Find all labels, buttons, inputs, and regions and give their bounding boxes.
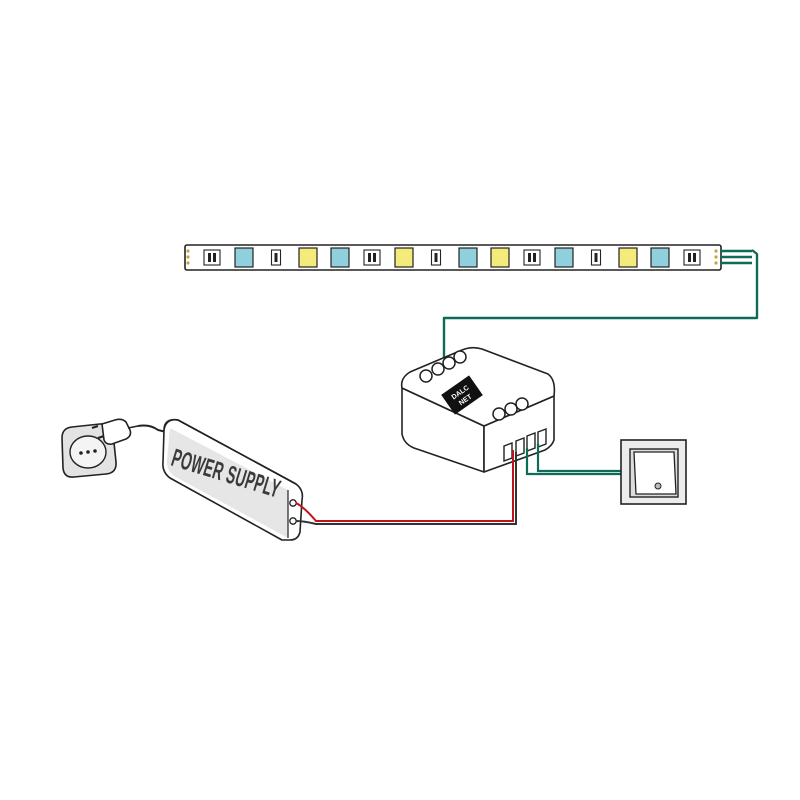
- resistor-contact: [693, 253, 696, 262]
- resistor-contact: [688, 253, 691, 262]
- socket-hole: [93, 449, 97, 453]
- controller-port: [504, 402, 518, 416]
- led-chip-cyan: [458, 247, 478, 268]
- resistor-contact: [368, 253, 371, 262]
- resistor-contact: [373, 253, 376, 262]
- strip-contact-right: [714, 255, 718, 259]
- switch-wire: [536, 444, 622, 473]
- led-chip-yellow: [490, 247, 510, 268]
- plug: [91, 418, 167, 445]
- dalcnet-logo-badge: [441, 375, 483, 415]
- wall-switch: [620, 439, 687, 505]
- led-strip-body: [184, 244, 722, 271]
- resistor-contact: [594, 253, 598, 262]
- switch-wires: [525, 444, 622, 476]
- controller-port: [453, 350, 467, 364]
- resistor-contact: [528, 253, 531, 262]
- plug-pin: [91, 425, 99, 429]
- led-chip-cyan: [330, 247, 350, 268]
- plug-cable: [137, 424, 167, 433]
- controller-port: [515, 397, 529, 411]
- signal-wire-main: [442, 249, 759, 362]
- strip-contact-left: [186, 249, 190, 253]
- led-chips: [203, 247, 701, 268]
- resistor-contact: [208, 253, 211, 262]
- psu-front-face: [166, 428, 288, 538]
- resistor-contact: [274, 253, 278, 262]
- psu-output-terminal: [289, 499, 297, 507]
- switch-rocker: [633, 451, 677, 495]
- strip-contact-right: [714, 249, 718, 253]
- power-wire-negative: [295, 452, 517, 525]
- dalcnet-controller: DALC NET: [400, 346, 556, 473]
- controller-port: [442, 356, 456, 370]
- terminal-slot: [503, 441, 513, 463]
- led-chip-yellow: [618, 247, 638, 268]
- controller-port: [419, 369, 433, 383]
- led-chip-cyan: [650, 247, 670, 268]
- switch-indicator: [654, 482, 662, 490]
- socket-hole: [79, 451, 83, 455]
- strip-contact-left: [186, 261, 190, 265]
- resistor-contact: [213, 253, 216, 262]
- socket-hole: [86, 450, 90, 454]
- resistor-pad: [363, 249, 381, 266]
- led-chip-yellow: [298, 247, 318, 268]
- terminal-slot: [515, 436, 525, 458]
- power-wire-positive: [295, 450, 514, 522]
- resistor-pad: [203, 249, 221, 266]
- terminal-slot: [526, 431, 536, 453]
- led-strip: [184, 244, 722, 271]
- led-chip-cyan: [234, 247, 254, 268]
- psu-top-edge: [163, 418, 297, 485]
- controller-front-face: [401, 387, 485, 473]
- led-chip-yellow: [394, 247, 414, 268]
- resistor-pad: [523, 249, 541, 266]
- controller-port: [431, 362, 445, 376]
- resistor-pad: [683, 249, 701, 266]
- dalcnet-logo: DALC NET: [441, 375, 483, 415]
- resistor-contact: [533, 253, 536, 262]
- strip-contact-left: [186, 255, 190, 259]
- controller-side-face: [483, 395, 555, 473]
- strip-contact-right: [714, 261, 718, 265]
- power-wires: [295, 450, 517, 525]
- plug-neck: [127, 425, 139, 429]
- resistor-contact: [434, 253, 438, 262]
- psu-output-terminal: [289, 517, 297, 525]
- strip-signal-wires: [442, 249, 759, 362]
- terminal-slot: [537, 427, 547, 449]
- controller-port: [492, 407, 506, 421]
- led-chip-cyan: [554, 247, 574, 268]
- power-supply: POWER SUPPLY: [162, 418, 304, 541]
- switch-wire: [525, 448, 622, 476]
- plug-head: [101, 418, 132, 445]
